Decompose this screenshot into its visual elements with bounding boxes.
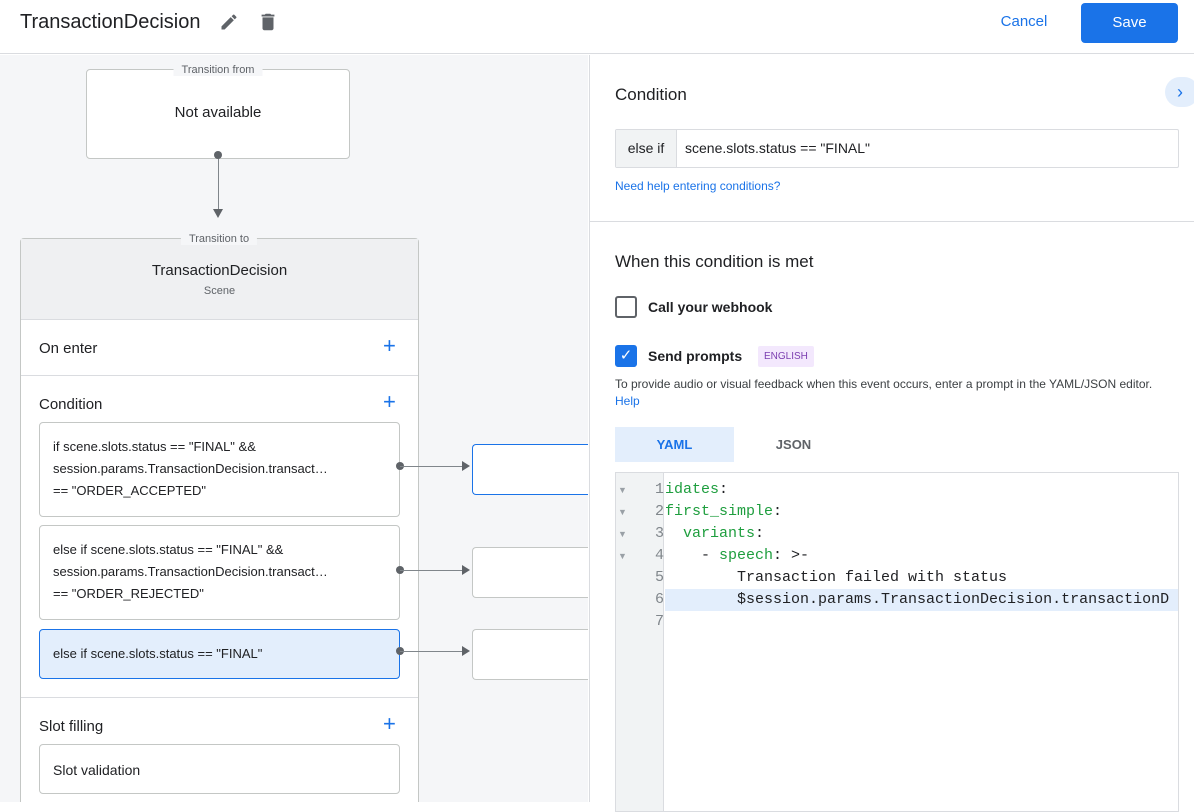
line-number: 6 xyxy=(654,591,664,608)
fold-arrow-icon[interactable]: ▼ xyxy=(618,551,627,561)
arrow-right-icon xyxy=(462,565,470,575)
description-text: To provide audio or visual feedback when… xyxy=(615,377,1153,391)
save-button[interactable]: Save xyxy=(1081,3,1178,43)
edit-icon[interactable] xyxy=(219,12,239,32)
connector-dot xyxy=(214,151,222,159)
condition-line: session.params.TransactionDecision.trans… xyxy=(53,461,328,476)
code-line[interactable]: first_simple: xyxy=(665,503,783,520)
transition-target[interactable] xyxy=(472,547,588,598)
connector-line xyxy=(400,570,462,571)
line-number: 3 xyxy=(654,525,664,542)
active-line-highlight xyxy=(665,589,1178,611)
condition-line: else if scene.slots.status == "FINAL" && xyxy=(53,542,284,557)
condition-label: Condition xyxy=(39,396,103,413)
code-line[interactable]: - speech: >- xyxy=(665,547,810,564)
webhook-label: Call your webhook xyxy=(648,299,773,315)
condition-item[interactable]: else if scene.slots.status == "FINAL" &&… xyxy=(39,525,400,620)
help-conditions-link[interactable]: Need help entering conditions? xyxy=(615,179,781,193)
condition-panel: › Condition else if scene.slots.status =… xyxy=(589,55,1194,812)
transition-from-legend: Transition from xyxy=(173,64,263,76)
scene-name: TransactionDecision xyxy=(151,262,288,279)
condition-item[interactable]: if scene.slots.status == "FINAL" && sess… xyxy=(39,422,400,517)
editor-gutter xyxy=(616,473,664,811)
transition-from-value: Not available xyxy=(174,104,262,121)
code-line[interactable]: Transaction failed with status xyxy=(737,569,1008,586)
language-badge: ENGLISH xyxy=(758,346,814,367)
header-bar: TransactionDecision Cancel Save xyxy=(0,0,1194,54)
line-number: 5 xyxy=(654,569,664,586)
transition-from-box: Not available xyxy=(86,69,350,159)
scene-type: Scene xyxy=(203,285,236,297)
scene-card: TransactionDecision Scene On enter + Con… xyxy=(20,238,419,802)
arrow-right-icon xyxy=(462,461,470,471)
scene-title: TransactionDecision xyxy=(20,11,201,33)
connector-line xyxy=(218,159,219,209)
send-prompts-checkbox[interactable]: ✓ xyxy=(615,345,637,367)
tab-json[interactable]: JSON xyxy=(775,437,812,452)
add-on-enter-icon[interactable]: + xyxy=(383,333,396,358)
divider xyxy=(590,221,1194,222)
condition-line: else if scene.slots.status == "FINAL" xyxy=(53,646,263,661)
fold-arrow-icon[interactable]: ▼ xyxy=(618,529,627,539)
on-enter-label: On enter xyxy=(39,340,98,357)
add-condition-icon[interactable]: + xyxy=(383,389,396,414)
condition-prefix: else if xyxy=(616,130,677,167)
slot-validation-item[interactable]: Slot validation xyxy=(39,744,400,794)
condition-line: if scene.slots.status == "FINAL" && xyxy=(53,439,256,454)
slot-filling-section: Slot filling + Slot validation xyxy=(21,698,418,802)
arrow-down-icon xyxy=(213,209,223,218)
condition-input[interactable]: else if scene.slots.status == "FINAL" xyxy=(615,129,1179,168)
arrow-right-icon xyxy=(462,646,470,656)
code-line[interactable]: variants: xyxy=(683,525,765,542)
webhook-checkbox[interactable] xyxy=(615,296,637,318)
transition-to-legend: Transition to xyxy=(180,233,258,245)
condition-line: == "ORDER_REJECTED" xyxy=(53,586,204,601)
connector-line xyxy=(400,466,462,467)
line-number: 1 xyxy=(654,481,664,498)
line-number: 7 xyxy=(654,613,664,630)
cancel-button[interactable]: Cancel xyxy=(1000,13,1048,30)
condition-line: == "ORDER_ACCEPTED" xyxy=(53,483,206,498)
fold-arrow-icon[interactable]: ▼ xyxy=(618,485,627,495)
transition-target[interactable] xyxy=(472,629,588,680)
fold-arrow-icon[interactable]: ▼ xyxy=(618,507,627,517)
help-link[interactable]: Help xyxy=(615,394,640,408)
when-title: When this condition is met xyxy=(615,252,814,271)
code-line[interactable]: idates: xyxy=(665,481,729,498)
condition-item-selected[interactable]: else if scene.slots.status == "FINAL" xyxy=(39,629,400,679)
code-line[interactable]: $session.params.TransactionDecision.tran… xyxy=(737,591,1170,608)
collapse-panel-chevron-icon[interactable]: › xyxy=(1165,77,1194,107)
condition-value[interactable]: scene.slots.status == "FINAL" xyxy=(685,140,871,156)
condition-section: Condition + if scene.slots.status == "FI… xyxy=(21,376,418,698)
transition-target[interactable] xyxy=(472,444,588,495)
prompt-description: To provide audio or visual feedback when… xyxy=(615,376,1175,410)
connector-line xyxy=(400,651,462,652)
condition-line: session.params.TransactionDecision.trans… xyxy=(53,564,328,579)
flow-canvas[interactable]: Not available Transition from Transactio… xyxy=(0,55,588,802)
add-slot-icon[interactable]: + xyxy=(383,711,396,736)
line-number: 4 xyxy=(654,547,664,564)
slot-filling-label: Slot filling xyxy=(39,718,104,735)
line-number: 2 xyxy=(654,503,664,520)
tab-yaml[interactable]: YAML xyxy=(615,427,734,462)
delete-icon[interactable] xyxy=(257,10,279,34)
send-prompts-label: Send prompts xyxy=(648,348,743,364)
on-enter-section[interactable]: On enter + xyxy=(21,320,418,376)
condition-title: Condition xyxy=(615,85,687,104)
